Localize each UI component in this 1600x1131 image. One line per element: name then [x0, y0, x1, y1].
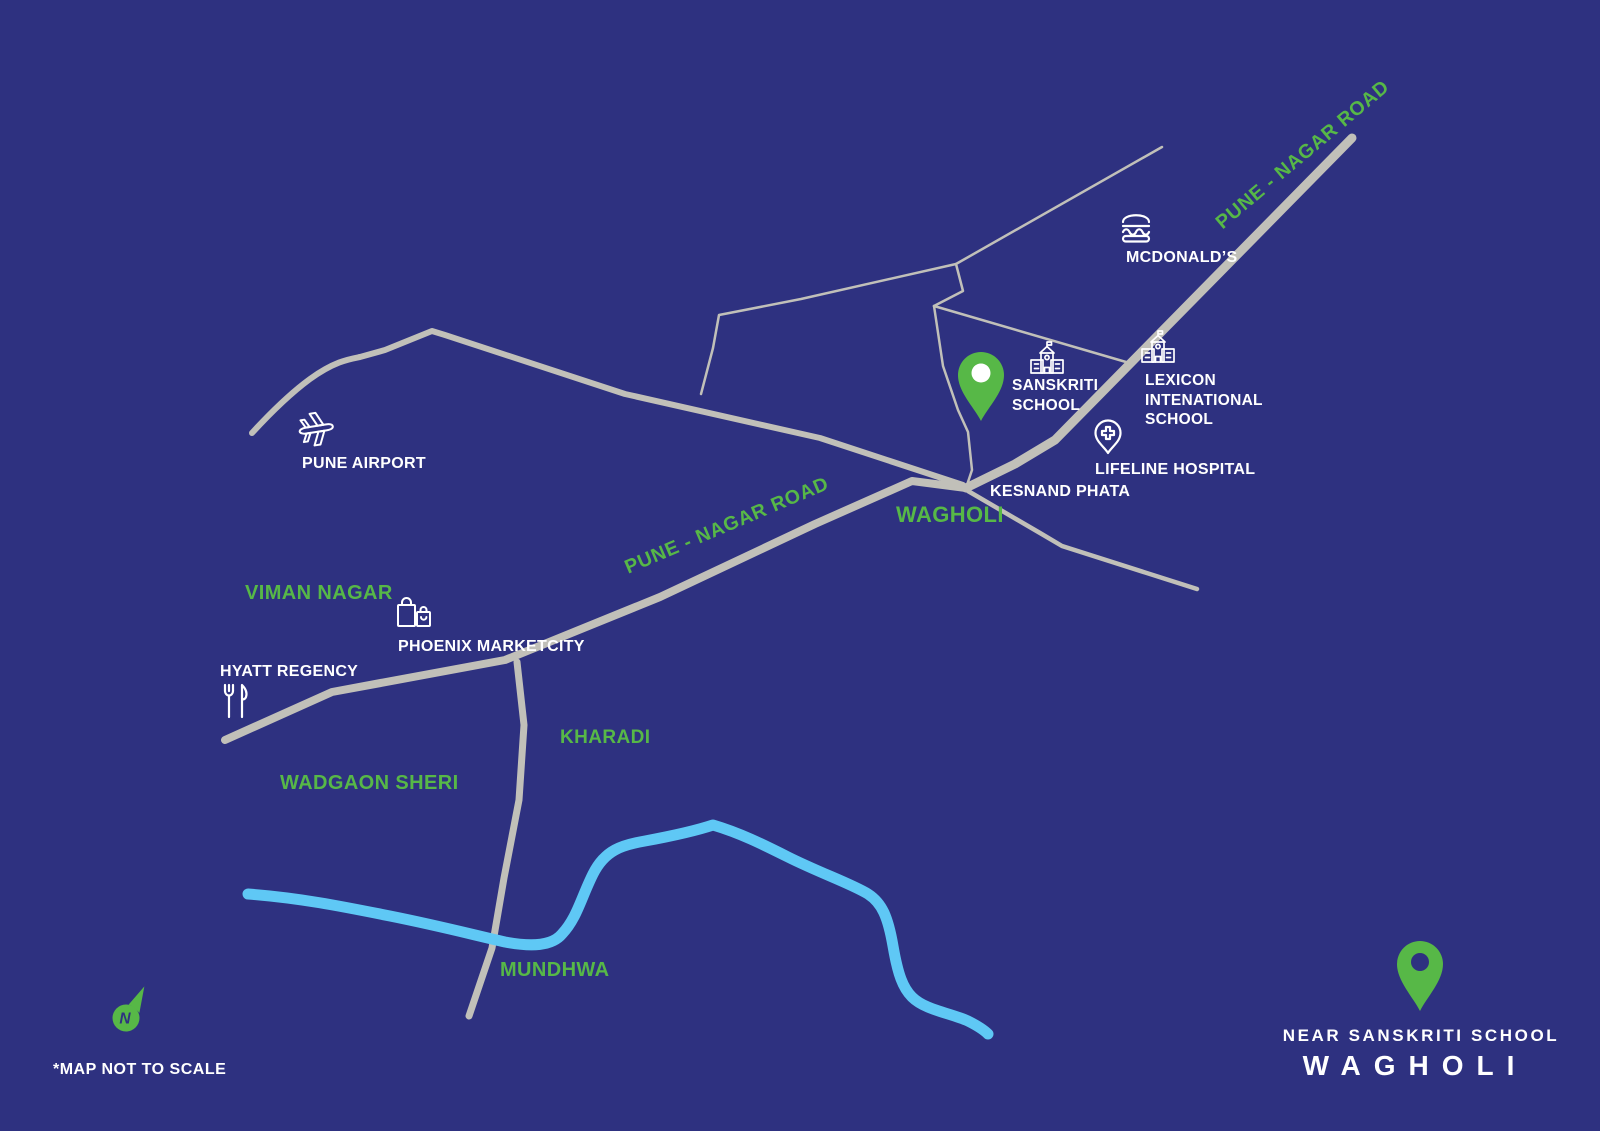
area-label-wadgaon-sheri: WADGAON SHERI: [280, 772, 459, 794]
river: [242, 819, 994, 1040]
shopping-bags-icon: [397, 597, 431, 627]
fork-knife-icon: [223, 683, 248, 719]
road-pune-nagar-main: [221, 477, 970, 744]
road-pune-nagar-ne: [961, 133, 1357, 493]
sanskriti-school-icon: [1030, 341, 1064, 374]
area-label-wagholi: WAGHOLI: [896, 502, 1004, 527]
poi-label-mcdonalds: MCDONALD’S: [1126, 249, 1238, 266]
legend-line1: NEAR SANSKRITI SCHOOL: [1282, 1026, 1560, 1045]
thin-roads: [699, 145, 1164, 490]
area-label-mundhwa: MUNDHWA: [500, 959, 610, 981]
road-network: [221, 133, 1357, 1020]
compass-north-icon: N: [112, 979, 148, 1032]
map-footnote: *MAP NOT TO SCALE: [53, 1061, 227, 1078]
area-label-kharadi: KHARADI: [560, 727, 651, 748]
airplane-icon: [298, 411, 334, 447]
poi-label-sanskriti-school: SANSKRITI SCHOOL: [1012, 377, 1099, 414]
road-kharadi-mundhwa: [465, 658, 528, 1020]
legend-pin-icon: [1397, 941, 1443, 1011]
location-pin-icon: [958, 352, 1004, 421]
lexicon-school-icon: [1141, 330, 1175, 363]
compass-n-letter: N: [119, 1011, 131, 1028]
road-southeast: [965, 488, 1200, 592]
road-airport: [249, 328, 966, 488]
poi-label-phoenix-marketcity: PHOENIX MARKETCITY: [398, 638, 585, 655]
hospital-pin-icon: [1094, 419, 1122, 455]
poi-label-lifeline-hospital: LIFELINE HOSPITAL: [1095, 461, 1256, 478]
poi-label-pune-airport: PUNE AIRPORT: [302, 455, 426, 472]
poi-label-hyatt-regency: HYATT REGENCY: [220, 663, 359, 680]
poi-label-kesnand-phata: KESNAND PHATA: [990, 483, 1131, 500]
legend-line2: WAGHOLI: [1302, 1050, 1528, 1081]
burger-icon: [1121, 214, 1151, 243]
poi-label-lexicon-school: LEXICON INTENATIONAL SCHOOL: [1145, 372, 1263, 429]
area-label-viman-nagar: VIMAN NAGAR: [245, 582, 393, 604]
